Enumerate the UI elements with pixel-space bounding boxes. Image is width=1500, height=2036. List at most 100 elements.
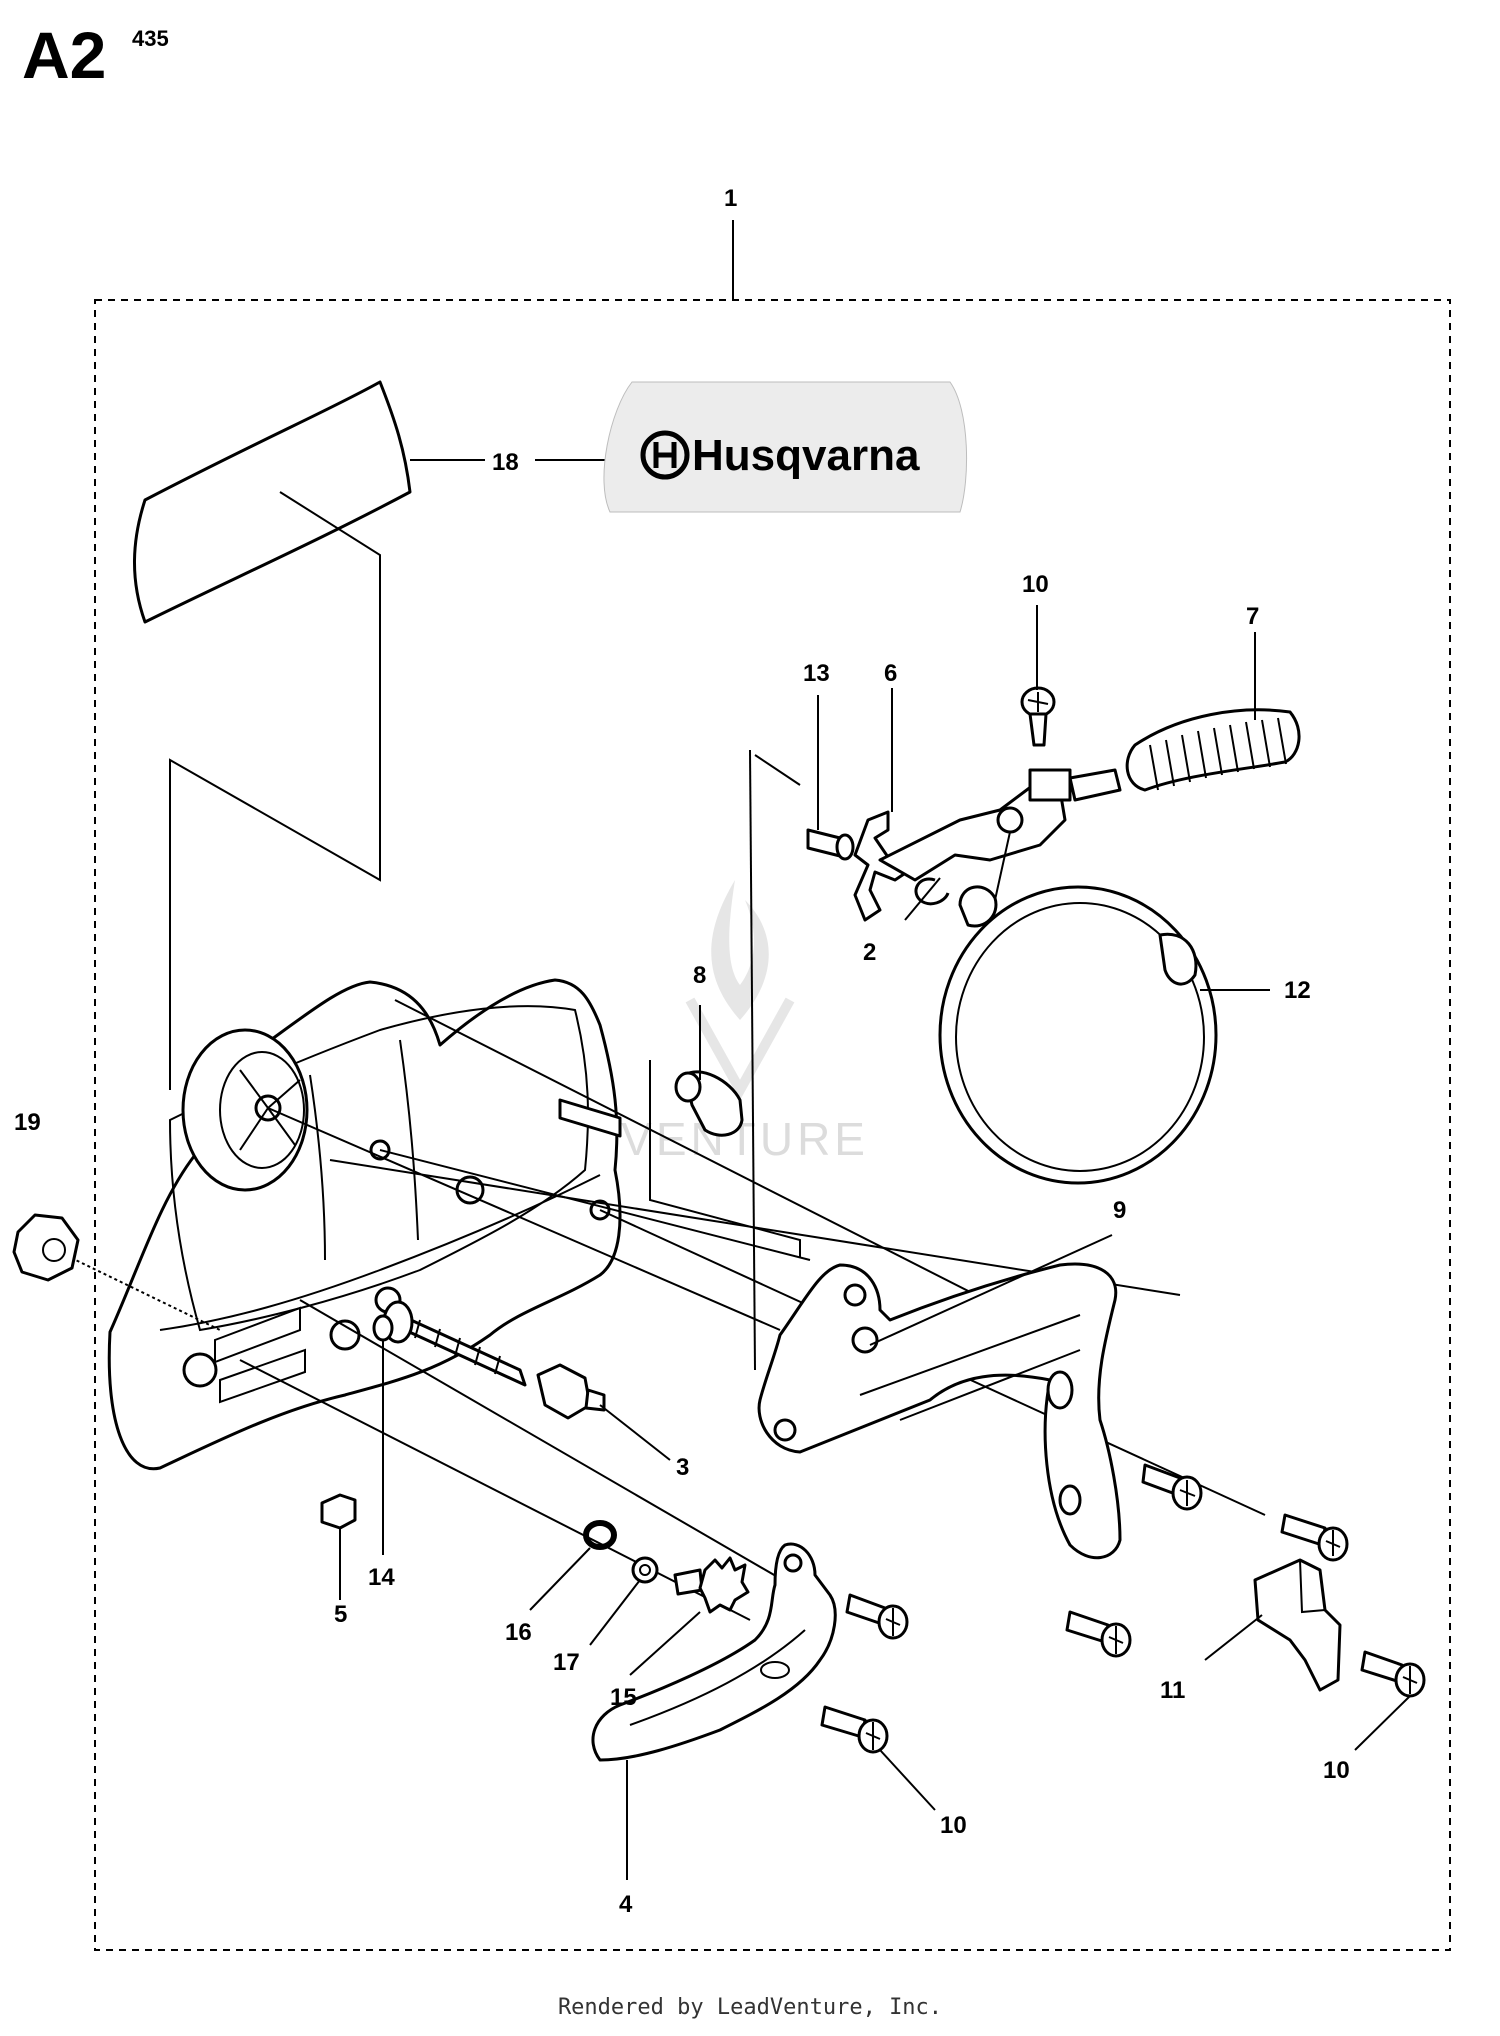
brake-band [938,885,1218,1185]
brand-decal-background [603,381,968,513]
o-ring [583,1520,617,1550]
screw-top [1020,686,1056,747]
spring [1125,708,1301,792]
hand-guard-body [591,1542,837,1762]
watermark-v-icon [685,997,795,1101]
callout-7: 7 [1246,603,1259,630]
callout-10: 10 [1323,1757,1350,1784]
spring-body [1125,708,1301,792]
brake-lever-assembly [806,768,1122,946]
brake-band-tab [1158,932,1198,986]
bushing-end [674,1071,702,1103]
callout-3: 3 [676,1454,689,1481]
bracket-edge [1299,1559,1326,1614]
square-nut [320,1493,357,1530]
callout-2: 2 [863,939,876,966]
hand-guard-slot [760,1661,790,1679]
brake-lever [853,810,912,922]
hand-guard-hole [783,1553,803,1573]
screw [1360,1650,1426,1698]
callout-1: 1 [724,185,737,212]
clutch-cover-inner-rim [168,1005,589,1332]
clutch-cover-stud [558,1098,622,1138]
spring-coils [1149,717,1287,791]
callout-13: 13 [803,660,830,687]
washer [631,1556,659,1584]
clutch-cover-slot [219,1348,306,1404]
callout-19: 19 [14,1109,41,1136]
screw [1065,1610,1132,1658]
model-number: 435 [132,26,169,51]
clutch-cover-slot [214,1306,301,1364]
assembly-frame [94,299,1451,1951]
tensioner-screw-thread [414,1319,501,1375]
brake-band-loop [938,885,1218,1185]
clutch-cover [107,978,622,1471]
chain-guard-hole [1046,1370,1074,1410]
decal-sheet [133,380,412,624]
clutch-cover-drum-inner [219,1051,305,1169]
chain-guard-hole [843,1283,867,1307]
screw [845,1593,909,1640]
clutch-cover-bolt-hole [182,1352,218,1388]
callout-11: 11 [1160,1677,1185,1704]
brake-lever-arm [878,778,1067,882]
tensioner-block-body [536,1363,592,1420]
clutch-cover-rib [309,1074,326,1261]
chain-guard-hole [773,1418,797,1442]
nut-body [12,1213,80,1282]
watermark-flame-icon [711,880,769,1020]
callout-5: 5 [334,1601,347,1628]
section-title: A2 [22,18,107,92]
brake-lever-rod [1068,768,1122,802]
callout-10: 10 [1022,571,1049,598]
nut-hole [42,1238,66,1262]
callout-18: 18 [492,449,519,476]
callout-12: 12 [1284,977,1311,1004]
bracket [1253,1558,1342,1692]
callout-leaders [339,605,1411,1880]
screw [820,1705,889,1754]
screw [1141,1463,1203,1511]
tensioner-screw-end [372,1314,394,1342]
callout-9: 9 [1113,1197,1126,1224]
chain-guard-hole [1058,1484,1082,1516]
screw-shank [1028,712,1048,747]
adjuster-gear [673,1556,750,1614]
callout-15: 15 [610,1684,637,1711]
brand-logo-text: Husqvarna [692,431,920,480]
callouts: 1 18 10 7 13 6 2 8 12 19 9 3 14 5 16 17 … [14,185,1350,1918]
chain-guard [757,1262,1122,1560]
decal-guide-line [169,491,381,1090]
callout-10: 10 [940,1812,967,1839]
callout-6: 6 [884,660,897,687]
tensioner-block-nose [584,1388,606,1412]
pin-head [835,833,855,861]
adjuster-gear-shaft [673,1568,704,1596]
clutch-cover-drum-boss [181,1028,309,1192]
tensioner-screw [372,1300,527,1387]
husqvarna-crown-icon [640,430,690,480]
callout-8: 8 [693,962,706,989]
clutch-cover-base-rail [159,1174,601,1331]
callout-4: 4 [619,1891,633,1918]
brand-decal: Husqvarna [603,381,968,513]
washer-hole [639,1564,651,1576]
brake-band-eye [958,885,998,928]
brake-lever-block [1028,768,1072,802]
bracket-body [1253,1558,1342,1692]
nut [12,1213,80,1282]
callout-14: 14 [368,1564,395,1591]
brake-band-inner [955,902,1205,1172]
bushing [674,1070,744,1137]
callout-16: 16 [505,1619,532,1646]
hand-guard-groove [629,1629,806,1726]
callout-17: 17 [553,1649,580,1676]
adjuster-gear-teeth [698,1556,750,1614]
chain-guard-emblem [851,1326,879,1354]
clutch-cover-spoke [239,1069,301,1151]
screw [1280,1513,1349,1562]
footer-credit: Rendered by LeadVenture, Inc. [557,1995,943,2020]
brake-lever-pivot [996,806,1024,834]
